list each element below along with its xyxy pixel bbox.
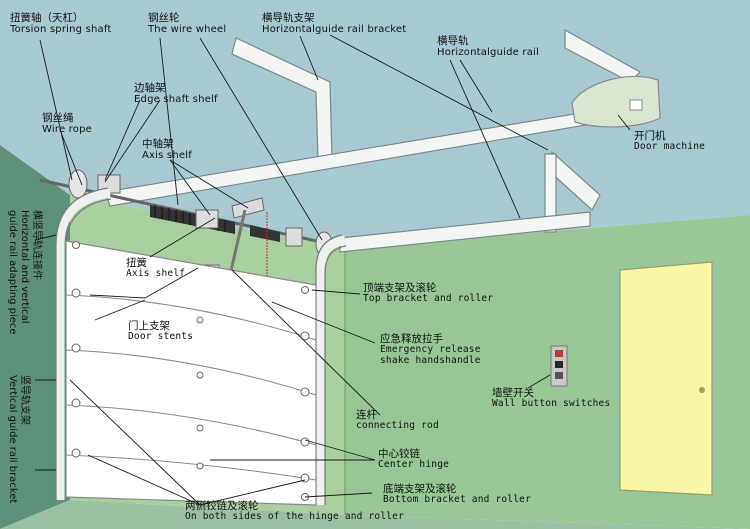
label-wire-wheel: 钢丝轮 The wire wheel [148,12,227,36]
side-door [619,261,713,496]
switch-button-up[interactable] [555,350,563,357]
switch-button-down[interactable] [555,372,563,379]
label-both-sides: 两侧铰链及滚轮 On both sides of the hinge and r… [185,500,405,523]
label-top-bracket: 顶端支架及滚轮 Top bracket and roller [363,282,494,305]
label-edge-shelf: 边轴架 Edge shaft shelf [134,82,218,106]
label-h-rail-bracket: 横导轨支架 Horizontalguide rail bracket [262,12,407,36]
label-torsion-spring: 扭簧 Axis shelf [126,257,186,280]
label-v-connector: 横竖导轨连接件 Horizontal and vertical guide ra… [7,210,42,335]
label-wall-switch: 墙壁开关 Wall button switches [492,387,611,410]
label-door-machine: 开门机 Door machine [634,130,706,153]
floor [0,500,750,529]
label-door-stents: 门上支架 Door stents [128,320,194,343]
label-torsion-shaft: 扭簧轴（天杠） Torsion spring shaft [10,12,112,36]
switch-button-stop[interactable] [555,361,563,368]
label-axis-shelf-mid: 中轴架 Axis shelf [142,138,192,162]
label-emergency: 应急释放拉手 Emergency release shake handshand… [380,333,481,366]
label-h-rail: 横导轨 Horizontalguide rail [437,35,539,59]
door-machine [571,75,661,128]
label-bottom-bracket: 底端支架及滚轮 Bottom bracket and roller [383,483,531,506]
wall-switch[interactable] [550,345,568,387]
left-wall [0,145,70,529]
leader-lines [34,34,631,506]
label-v-rail-bracket: 竖导轨支架 Vertical guide rail bracket [7,375,30,504]
rail-brackets [231,28,641,233]
overhead-door [65,240,317,506]
label-center-hinge: 中心铰链 Center hinge [378,448,450,471]
label-wire-rope: 钢丝绳 Wire rope [42,112,92,136]
label-connecting-rod: 连杆 connecting rod [356,409,439,432]
